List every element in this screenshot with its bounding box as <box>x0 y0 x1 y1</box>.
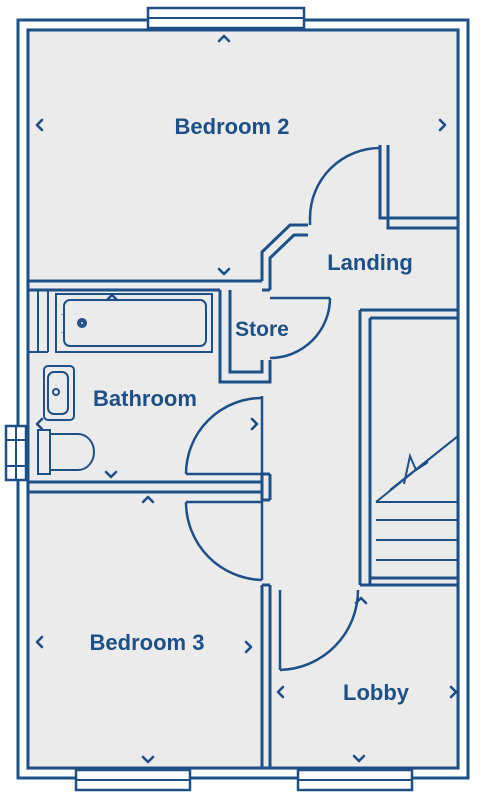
floor-area <box>26 28 460 770</box>
chevron-left-icon <box>35 118 285 699</box>
window-left <box>4 424 28 482</box>
door-lobby <box>278 589 360 672</box>
door-bathroom <box>184 396 264 476</box>
window-top <box>146 6 306 30</box>
internal-walls <box>28 145 458 768</box>
door-store <box>269 296 332 360</box>
room-label-lobby: Lobby <box>343 680 410 705</box>
room-label-store: Store <box>235 318 289 341</box>
toilet-icon <box>37 429 95 475</box>
window-bottom-left <box>74 768 192 792</box>
bathtub-icon <box>28 290 213 353</box>
basin-icon <box>43 365 75 421</box>
chevron-down-icon <box>104 267 366 764</box>
chevron-right-icon <box>244 118 458 699</box>
door-bedroom3 <box>184 500 264 582</box>
window-bottom-right <box>296 768 414 792</box>
room-label-landing: Landing <box>327 250 413 275</box>
staircase-icon <box>375 435 459 561</box>
room-label-bathroom: Bathroom <box>93 386 197 411</box>
room-label-bedroom-3: Bedroom 3 <box>90 630 205 655</box>
chevron-up-icon <box>105 34 368 605</box>
door-bedroom2 <box>308 145 382 225</box>
room-label-bedroom-2: Bedroom 2 <box>175 114 290 139</box>
